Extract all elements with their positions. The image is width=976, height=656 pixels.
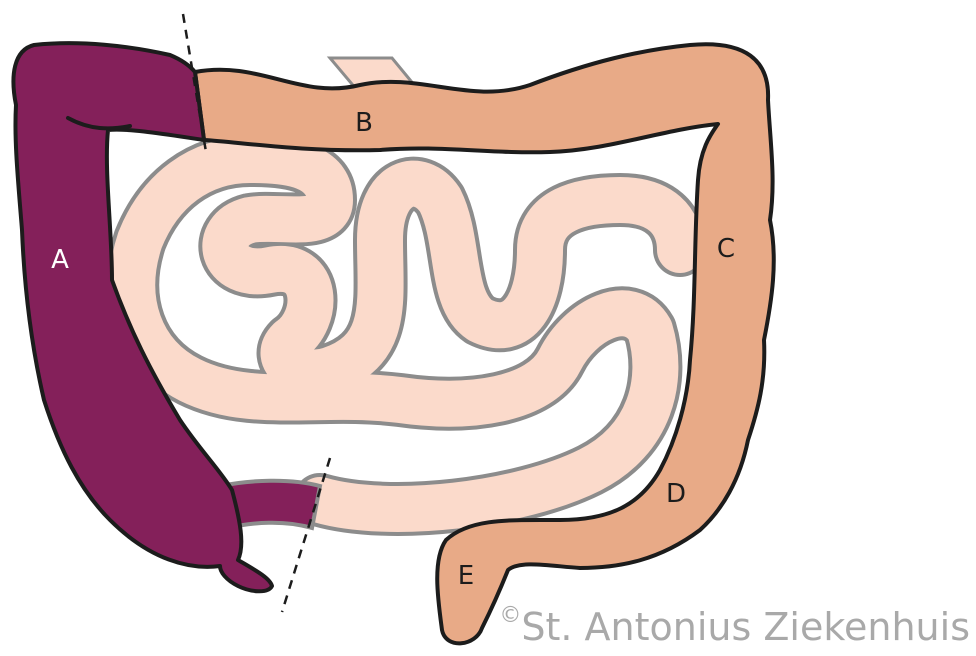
label-b: B xyxy=(355,108,373,138)
label-d: D xyxy=(666,479,686,509)
copyright-symbol: © xyxy=(499,603,521,628)
label-c: C xyxy=(717,234,735,264)
copyright-text: St. Antonius Ziekenhuis xyxy=(521,605,970,649)
label-e: E xyxy=(458,561,474,591)
label-a: A xyxy=(51,245,69,275)
small-intestine xyxy=(132,160,680,509)
copyright-notice: ©St. Antonius Ziekenhuis xyxy=(499,605,970,649)
